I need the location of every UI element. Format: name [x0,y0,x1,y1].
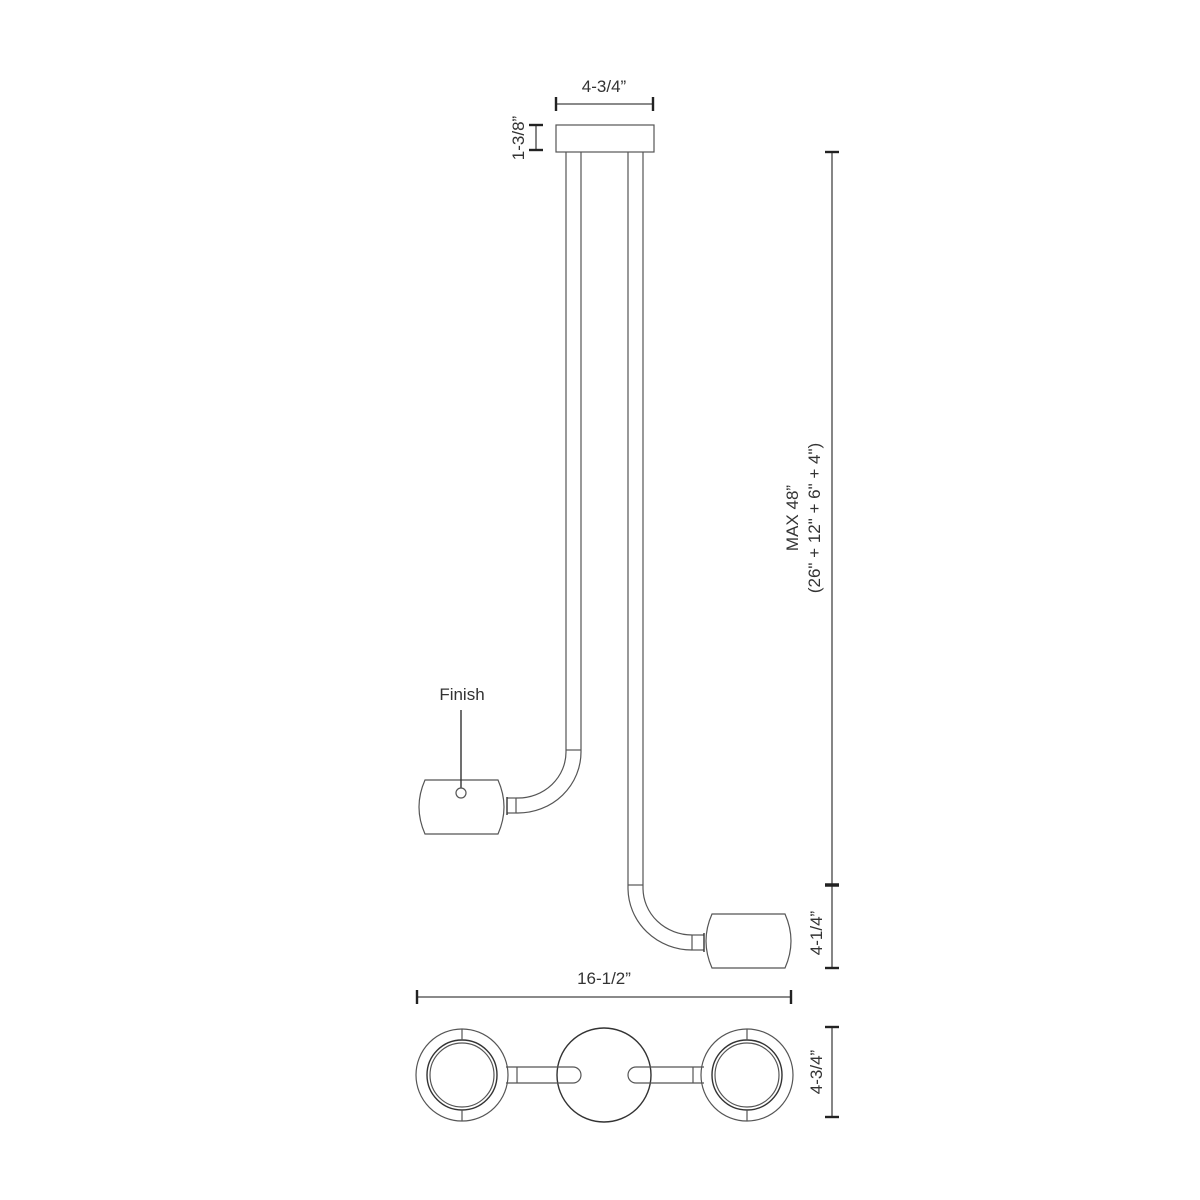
canopy-height-label: 1-3/8” [509,115,528,160]
max-height-breakdown: (26" + 12" + 6" + 4") [805,443,824,593]
canopy [555,124,655,153]
finish-marker-icon [455,787,467,799]
canopy-width-label: 4-3/4” [582,77,627,96]
overall-width-dimension: 16-1/2” [415,969,793,1004]
overall-width-label: 16-1/2” [577,969,631,988]
right-rod [627,152,704,951]
max-height-label: MAX 48” [783,485,802,551]
head-height-label: 4-1/4” [807,910,826,955]
bottom-depth-dimension: 4-3/4” [807,1025,839,1119]
left-arm [506,1066,582,1084]
finish-callout: Finish [439,685,485,799]
center-canopy-disk [556,1027,652,1123]
left-lamp-head [418,779,505,835]
left-rod [507,152,582,814]
canopy-width-dimension: 4-3/4” [554,77,655,111]
right-arm [627,1066,704,1084]
canopy-height-dimension: 1-3/8” [509,115,543,160]
right-lamp-head [705,913,792,969]
bottom-depth-label: 4-3/4” [807,1049,826,1094]
max-height-dimension: MAX 48” (26" + 12" + 6" + 4") 4-1/4” [783,150,839,970]
finish-label: Finish [439,685,484,704]
bottom-view [415,1027,794,1123]
left-lamp-bottom [415,1028,509,1122]
right-lamp-bottom [700,1028,794,1122]
